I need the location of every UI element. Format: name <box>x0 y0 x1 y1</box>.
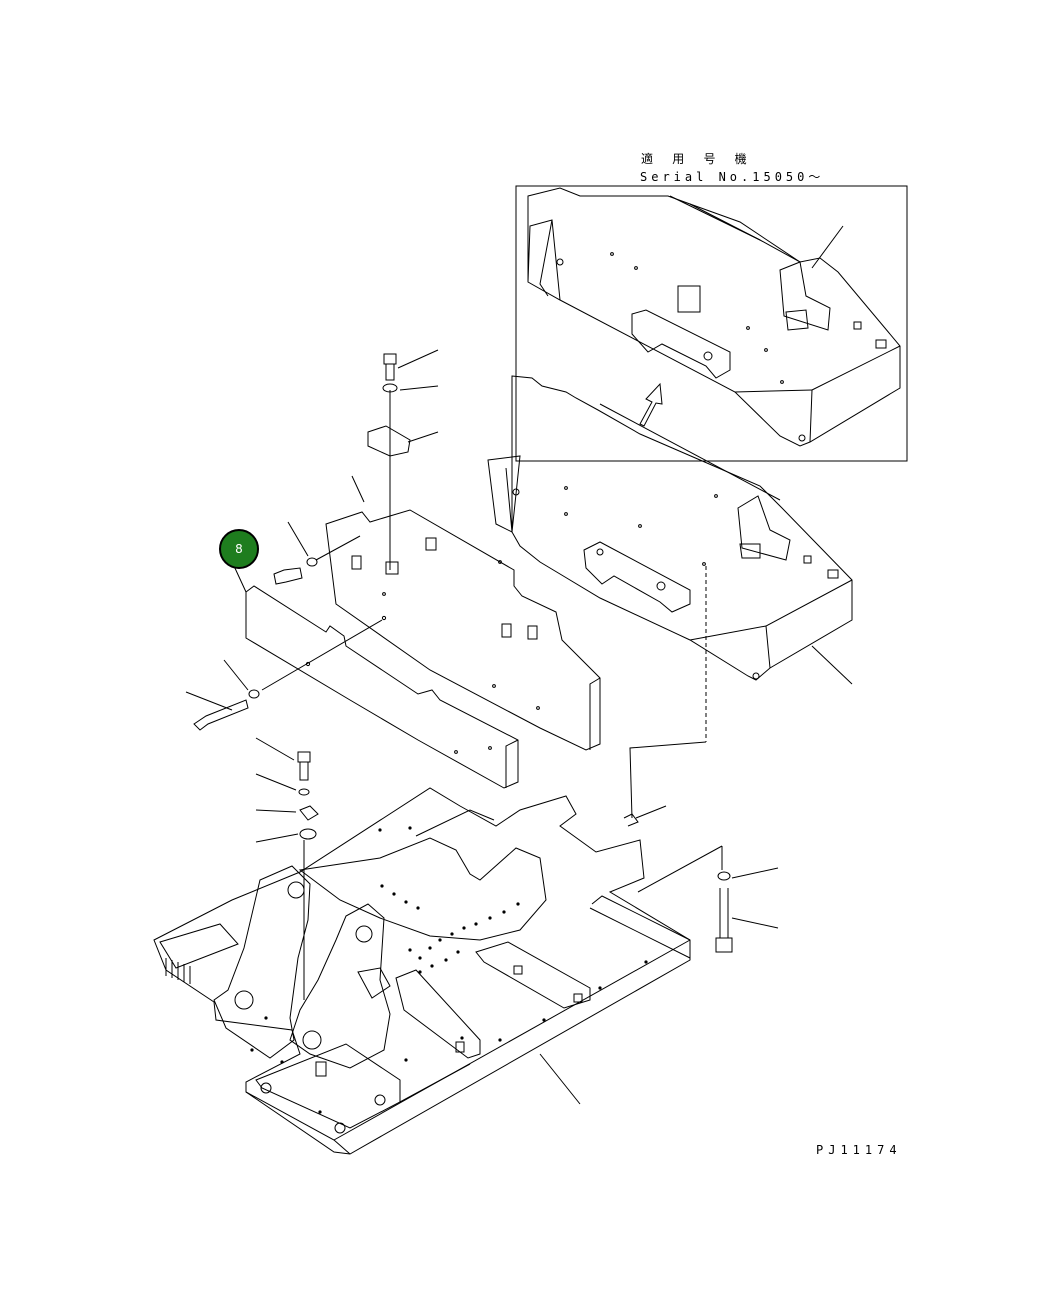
battery-box <box>488 376 852 818</box>
leader-box <box>812 646 852 684</box>
inset-variant <box>516 186 907 461</box>
clip <box>624 814 638 826</box>
leader-washer-left <box>288 522 308 556</box>
center-fasteners <box>256 738 318 1000</box>
leader-frame <box>540 1054 580 1104</box>
leader-right-washer <box>732 868 778 878</box>
right-bolt <box>624 806 778 952</box>
left-fasteners <box>186 522 382 730</box>
leader-bolt-top <box>398 350 438 368</box>
rear-panel <box>326 476 600 750</box>
inset-bracket <box>632 310 730 378</box>
leader-bracket-top <box>408 432 438 442</box>
inset-frame <box>516 186 907 461</box>
leader-v1 <box>256 738 294 760</box>
inset-box-body <box>528 188 900 446</box>
callout-8-marker[interactable]: 8 <box>219 529 259 569</box>
drawing-code: PJ11174 <box>816 1143 902 1157</box>
inset-serial-number: Serial No.15050～ <box>640 170 825 184</box>
leader-right-bolt <box>732 918 778 928</box>
leader-v2 <box>256 774 296 790</box>
frame-holes <box>250 826 648 1114</box>
leader-v3 <box>256 810 296 812</box>
leader-clip <box>636 806 666 818</box>
leader-washer-left2 <box>224 660 248 690</box>
box-bracket <box>584 542 690 612</box>
front-panel <box>234 566 518 788</box>
revolving-frame <box>154 788 690 1154</box>
leader-inset <box>812 226 843 268</box>
inset-plate <box>678 286 700 312</box>
leader-washer-top <box>400 386 438 390</box>
upper-fasteners <box>368 350 438 570</box>
leader-v4 <box>256 834 298 842</box>
variant-arrow <box>640 384 662 426</box>
inset-title: 適 用 号 機 <box>641 152 753 166</box>
leader-bolt-left <box>186 692 232 710</box>
